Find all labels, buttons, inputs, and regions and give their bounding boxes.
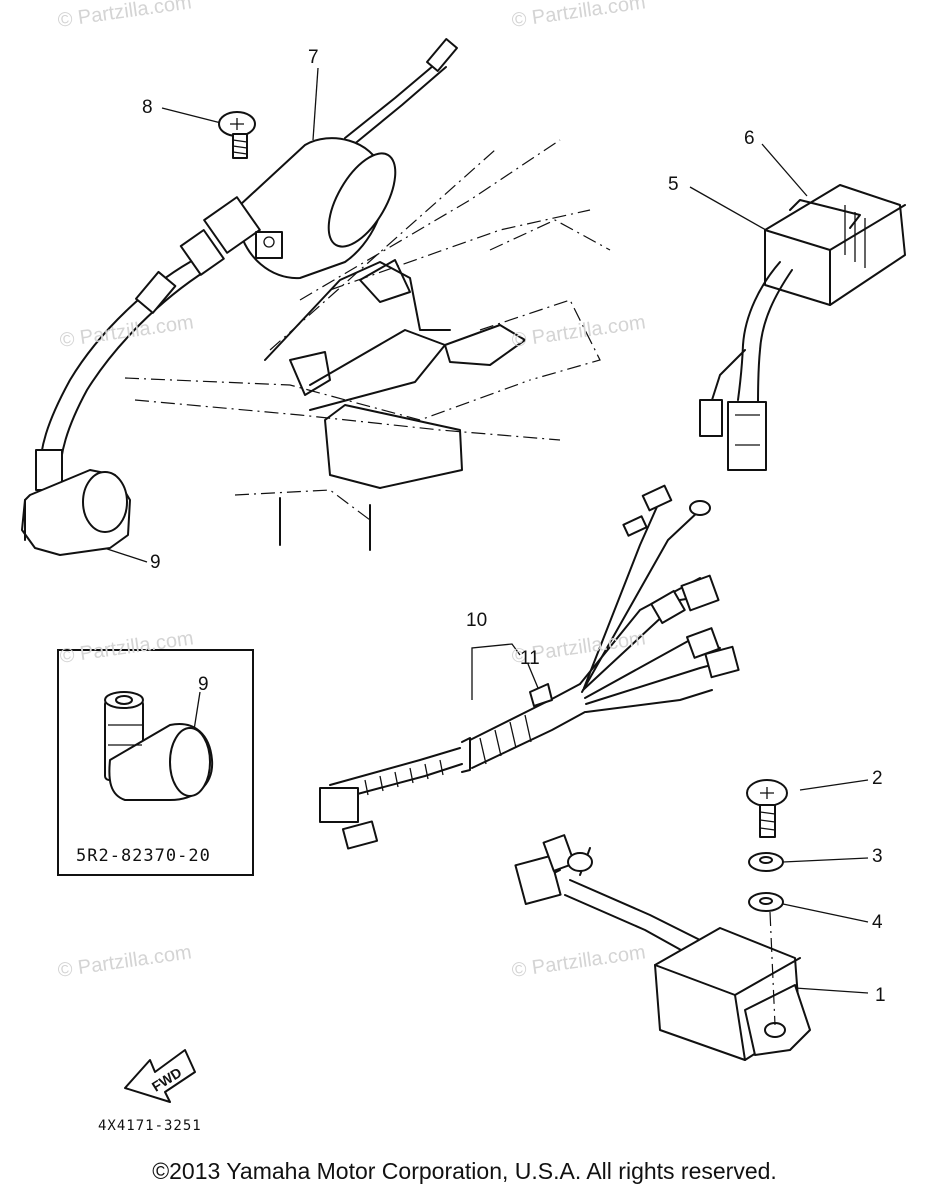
rectifier-drawing: [699, 184, 906, 471]
inset-part-number: 5R2-82370-20: [76, 846, 211, 866]
cdi-unit-drawing: [514, 834, 811, 1061]
callout-1: 1: [875, 985, 886, 1006]
callout-5: 5: [668, 174, 679, 195]
ignition-coil-drawing: [179, 38, 459, 280]
washer-4-drawing: [748, 892, 784, 1026]
spark-plug-lead: [35, 261, 208, 491]
callout-4: 4: [872, 912, 883, 933]
callout-11: 11: [520, 648, 540, 669]
callout-9: 9: [150, 552, 161, 573]
callout-2: 2: [872, 768, 883, 789]
inset-box: [57, 649, 254, 876]
fwd-arrow-icon: FWD: [124, 1049, 196, 1103]
spark-plug-cap-drawing: [21, 469, 131, 556]
wire-harness-drawing: [319, 484, 740, 850]
leader-lines: [91, 67, 869, 994]
screw-8-drawing: [218, 111, 256, 159]
callout-9-inset: 9: [198, 674, 209, 695]
callout-10: 10: [466, 610, 488, 631]
callout-7: 7: [308, 47, 319, 68]
drawing-code: 4X4171-3251: [98, 1118, 202, 1134]
copyright-notice: ©2013 Yamaha Motor Corporation, U.S.A. A…: [152, 1158, 777, 1184]
callout-3: 3: [872, 846, 883, 867]
callout-6: 6: [744, 128, 755, 149]
screw-2-drawing: [746, 779, 788, 838]
frame-outline: [124, 139, 611, 551]
callout-8: 8: [142, 97, 153, 118]
washer-3-drawing: [748, 852, 784, 872]
